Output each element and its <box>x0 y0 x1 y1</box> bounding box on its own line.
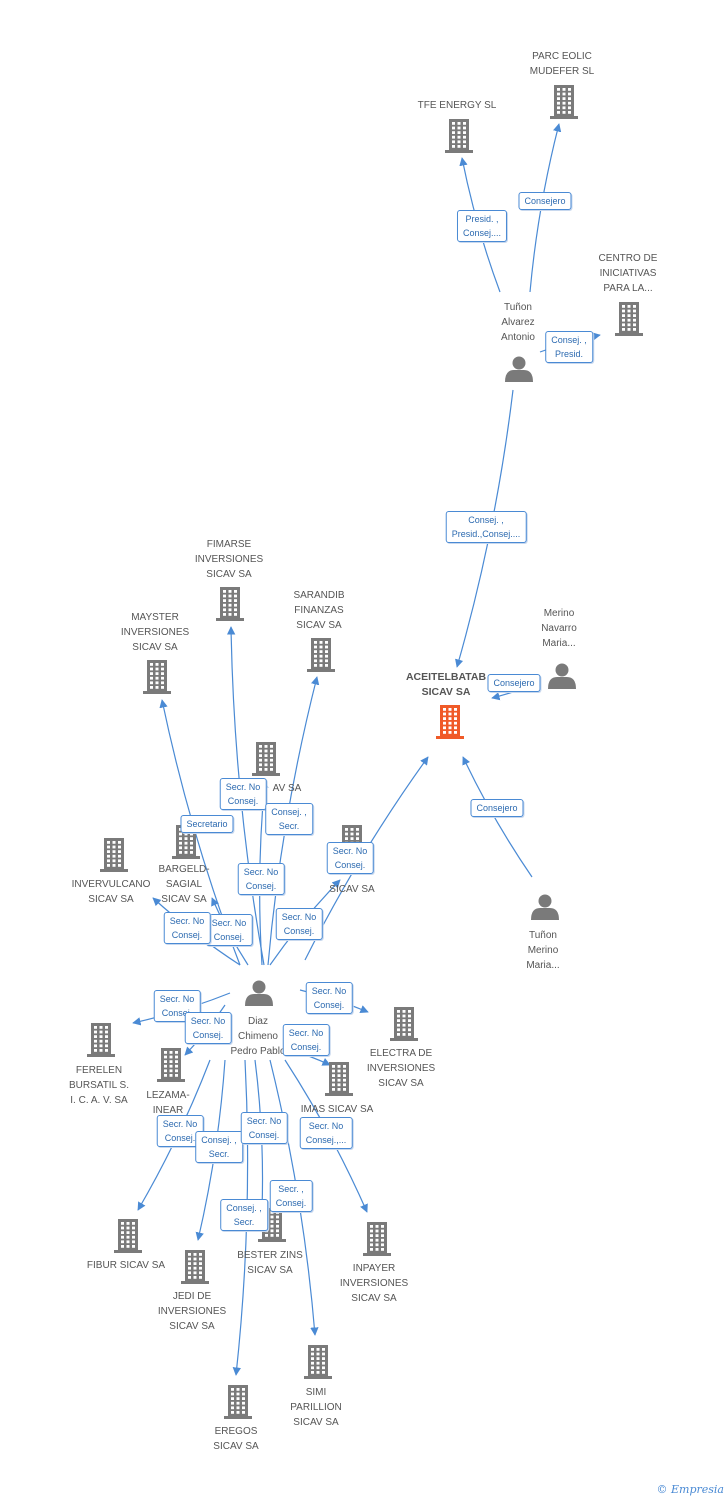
relation-label[interactable]: Consej. , Secr. <box>265 803 313 835</box>
node-label-tunon_alvarez[interactable]: Tuñon Alvarez Antonio <box>501 302 535 343</box>
node-label-simi[interactable]: SIMI PARILLION SICAV SA <box>290 1387 342 1428</box>
node-label-diaz[interactable]: Diaz Chimeno Pedro Pablo <box>230 1016 286 1057</box>
building-icon[interactable] <box>224 1385 252 1419</box>
relation-label[interactable]: Secr. No Consej.,... <box>299 1117 353 1149</box>
node-label-bester[interactable]: BESTER ZINS SICAV SA <box>237 1250 303 1276</box>
relation-label[interactable]: Secr. , Consej. <box>269 1180 313 1212</box>
relation-label[interactable]: Consejero <box>518 192 572 210</box>
relation-label[interactable]: Secr. No Consej. <box>163 912 211 944</box>
person-icon[interactable] <box>505 356 533 383</box>
building-icon[interactable] <box>307 638 335 672</box>
building-icon[interactable] <box>216 587 244 621</box>
node-label-parc[interactable]: PARC EOLIC MUDEFER SL <box>529 51 595 77</box>
relation-label[interactable]: Consej. , Presid. <box>545 331 593 363</box>
person-icon[interactable] <box>548 663 576 690</box>
node-label-invervulcano[interactable]: INVERVULCANO SICAV SA <box>71 879 151 905</box>
node-label-electra[interactable]: ELECTRA DE INVERSIONES SICAV SA <box>366 1048 436 1089</box>
relation-label[interactable]: Consej. , Presid.,Consej.... <box>445 511 527 543</box>
building-icon[interactable] <box>181 1250 209 1284</box>
node-label-av[interactable]: AV SA <box>272 783 302 794</box>
building-icon[interactable] <box>615 302 643 336</box>
node-label-eregos[interactable]: EREGOS SICAV SA <box>213 1426 259 1452</box>
relation-label[interactable]: Secr. No Consej. <box>305 982 353 1014</box>
relation-label[interactable]: Consej. , Secr. <box>195 1131 243 1163</box>
building-icon[interactable] <box>390 1007 418 1041</box>
node-label-jedi[interactable]: JEDI DE INVERSIONES SICAV SA <box>157 1291 227 1332</box>
person-icon[interactable] <box>531 894 559 921</box>
building-icon[interactable] <box>325 1062 353 1096</box>
relation-label[interactable]: Secr. No Consej. <box>184 1012 232 1044</box>
node-label-mayster[interactable]: MAYSTER INVERSIONES SICAV SA <box>120 612 190 653</box>
relation-label[interactable]: Consejero <box>487 674 541 692</box>
brand-name: Empresia <box>671 1483 724 1496</box>
node-label-sarandib[interactable]: SARANDIB FINANZAS SICAV SA <box>293 590 345 631</box>
node-label-fimarse[interactable]: FIMARSE INVERSIONES SICAV SA <box>194 539 264 580</box>
node-label-merino_navarro[interactable]: Merino Navarro Maria... <box>541 608 577 649</box>
relation-label[interactable]: Consejero <box>470 799 524 817</box>
building-icon[interactable] <box>363 1222 391 1256</box>
node-label-tunon_merino[interactable]: Tuñon Merino Maria... <box>526 930 560 971</box>
building-icon[interactable] <box>114 1219 142 1253</box>
building-icon[interactable] <box>100 838 128 872</box>
node-label-inpayer[interactable]: INPAYER INVERSIONES SICAV SA <box>339 1263 409 1304</box>
node-label-fibur[interactable]: FIBUR SICAV SA <box>86 1260 166 1271</box>
relation-label[interactable]: Secr. No Consej. <box>282 1024 330 1056</box>
node-label-tfe[interactable]: TFE ENERGY SL <box>417 100 497 111</box>
node-label-imas[interactable]: IMAS SICAV SA <box>300 1104 374 1115</box>
building-icon[interactable] <box>157 1048 185 1082</box>
relation-label[interactable]: Consej. , Secr. <box>220 1199 268 1231</box>
building-icon[interactable] <box>304 1345 332 1379</box>
relation-label[interactable]: Secr. No Consej. <box>275 908 323 940</box>
footer-brand[interactable]: © Empresia <box>657 1483 725 1496</box>
relation-label[interactable]: Secr. No Consej. <box>205 914 253 946</box>
building-icon[interactable] <box>87 1023 115 1057</box>
person-icon[interactable] <box>245 980 273 1007</box>
relation-label[interactable]: Secr. No Consej. <box>240 1112 288 1144</box>
building-icon[interactable] <box>436 705 464 739</box>
edge-tunon_merino-aceitelbatab <box>462 756 533 878</box>
relation-label[interactable]: Secretario <box>180 815 234 833</box>
relation-label[interactable]: Secr. No Consej. <box>326 842 374 874</box>
node-label-centro[interactable]: CENTRO DE INICIATIVAS PARA LA... <box>598 253 658 294</box>
icons-layer <box>87 85 643 1419</box>
relation-label[interactable]: Secr. No Consej. <box>219 778 267 810</box>
building-icon[interactable] <box>143 660 171 694</box>
node-label-sicav_mid[interactable]: SICAV SA <box>329 884 375 895</box>
building-icon[interactable] <box>445 119 473 153</box>
building-icon[interactable] <box>252 742 280 776</box>
relation-label[interactable]: Secr. No Consej. <box>237 863 285 895</box>
node-label-aceitelbatab[interactable]: ACEITELBATAB SICAV SA <box>405 671 487 698</box>
relation-label[interactable]: Presid. , Consej.... <box>456 210 508 242</box>
building-icon[interactable] <box>550 85 578 119</box>
node-label-bargeld[interactable]: BARGELD- SAGIAL SICAV SA <box>158 864 210 905</box>
node-label-ferelen[interactable]: FERELEN BURSATIL S. I. C. A. V. SA <box>68 1065 130 1106</box>
copyright-icon: © <box>656 1483 668 1496</box>
